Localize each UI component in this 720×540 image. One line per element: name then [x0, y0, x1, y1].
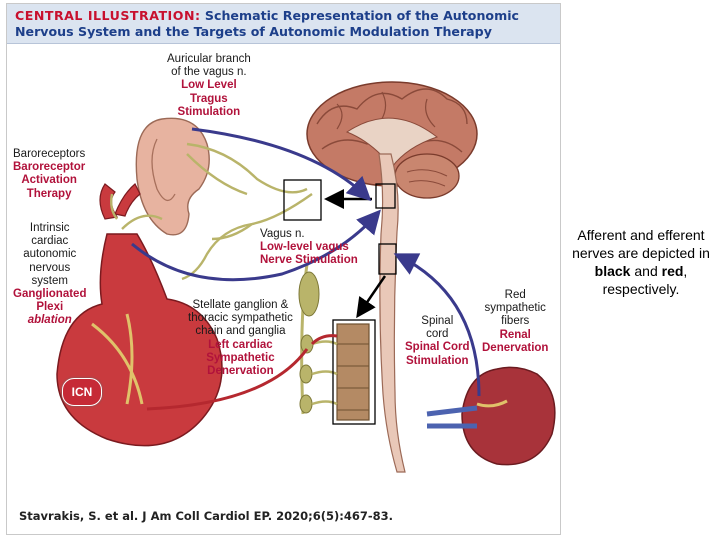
- note-part2: , respectively.: [602, 263, 688, 297]
- label-baroreceptors: Baroreceptors Baroreceptor Activation Th…: [13, 148, 86, 200]
- note-red: red: [661, 263, 684, 279]
- vagus-nerve: [109, 142, 313, 281]
- label-auricular-branch: Auricular branch of the vagus n. Low Lev…: [167, 53, 251, 118]
- header-label: CENTRAL ILLUSTRATION:: [15, 8, 201, 23]
- efferent-nerves: [146, 334, 338, 411]
- cerebellum: [394, 153, 460, 199]
- header-title: Schematic Representation of the Autonomi…: [15, 8, 519, 39]
- ear: [135, 117, 210, 236]
- label-renal: Red sympathetic fibers Renal Denervation: [482, 289, 549, 354]
- side-note: Afferent and efferent nerves are depicte…: [565, 226, 717, 298]
- anatomy-illustration: [56, 81, 556, 473]
- central-illustration-panel: CENTRAL ILLUSTRATION: Schematic Represen…: [6, 3, 561, 535]
- icn-badge: ICN: [62, 378, 102, 406]
- note-part1: Afferent and efferent nerves are depicte…: [572, 227, 710, 261]
- brain: [306, 81, 478, 199]
- label-vagus-nerve: Vagus n. Low-level vagus Nerve Stimulati…: [260, 228, 358, 267]
- kidney: [426, 366, 556, 466]
- label-spinal-cord: Spinal cord Spinal Cord Stimulation: [405, 315, 470, 367]
- citation: Stavrakis, S. et al. J Am Coll Cardiol E…: [19, 509, 394, 523]
- note-black: black: [594, 263, 631, 279]
- label-stellate-ganglion: Stellate ganglion & thoracic sympathetic…: [188, 299, 293, 378]
- sympathetic-chain: [298, 263, 370, 421]
- afferent-arrows: [131, 127, 481, 397]
- spinal-cord: [378, 153, 406, 473]
- note-and: and: [634, 263, 658, 279]
- illustration-header: CENTRAL ILLUSTRATION: Schematic Represen…: [7, 4, 560, 44]
- label-intrinsic-cardiac: Intrinsic cardiac autonomic nervous syst…: [13, 222, 87, 327]
